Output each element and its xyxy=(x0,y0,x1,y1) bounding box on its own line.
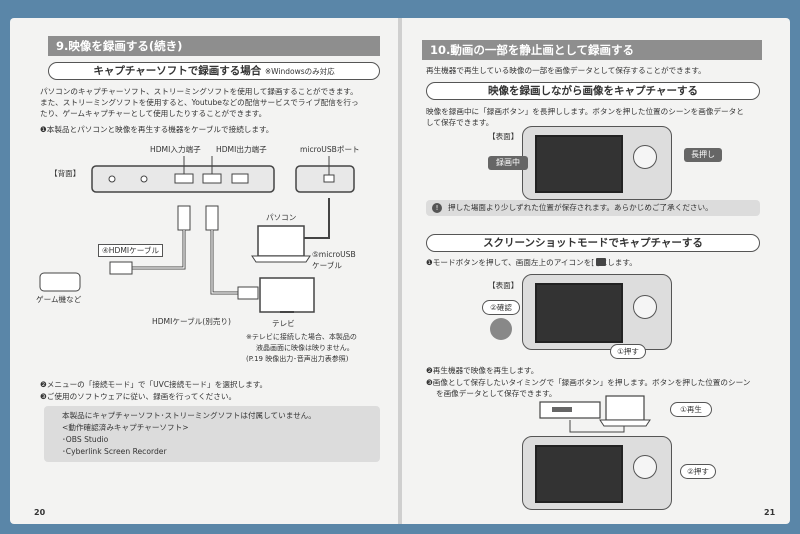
playback-diagram xyxy=(539,395,651,433)
press-callout-1: ①押す xyxy=(610,344,646,359)
intro-line: また、ストリーミングソフトを使用すると、Youtubeなどの配信サービスでライブ… xyxy=(40,98,359,107)
hdmi-cable-label: ④HDMIケーブル xyxy=(98,244,164,257)
microusb-cable-line1: ⑤microUSB xyxy=(312,250,356,259)
step-1: ❶モードボタンを押して、画面左上のアイコンを[ ]にします。 xyxy=(426,258,637,267)
record-button-icon xyxy=(633,455,657,479)
note-line: ･Cyberlink Screen Recorder xyxy=(62,447,167,456)
subhead-note: ※Windowsのみ対応 xyxy=(264,67,335,76)
warning-icon: ! xyxy=(432,203,442,213)
connection-diagram xyxy=(39,156,355,313)
play-callout: ①再生 xyxy=(670,402,712,417)
left-page: 9.映像を録画する(続き) キャプチャーソフトで録画する場合 ※Windowsの… xyxy=(10,18,398,524)
intro: 再生機器で再生している映像の一部を画像データとして保存することができます。 xyxy=(426,66,706,75)
device-image xyxy=(522,126,672,200)
book-gutter xyxy=(398,18,402,524)
mode-button-icon xyxy=(633,295,657,319)
device-image xyxy=(522,274,672,350)
microusb-cable-line2: ケーブル xyxy=(312,261,342,270)
note-box: 本製品にキャプチャーソフト･ストリーミングソフトは付属していません。 <動作確認… xyxy=(44,406,380,462)
long-press-callout: 長押し xyxy=(684,148,722,162)
device-screen xyxy=(535,283,623,343)
intro-line: パソコンのキャプチャーソフト、ストリーミングソフトを使用して録画することができま… xyxy=(40,87,358,96)
page-number: 20 xyxy=(34,508,46,517)
step-2: ❷再生機器で映像を再生します。 xyxy=(426,366,539,375)
note-line: ･OBS Studio xyxy=(62,435,109,444)
back-label: 【背面】 xyxy=(50,169,81,178)
sub1-line: 映像を録画中に「録画ボタン」を長押しします。ボタンを押した位置のシーンを画像デー… xyxy=(426,107,744,116)
record-button-icon xyxy=(633,145,657,169)
hdmi-cable-sep-label: HDMIケーブル(別売り) xyxy=(152,317,231,326)
warning-text: 押した場面より少しずれた位置が保存されます。あらかじめご了承ください。 xyxy=(448,203,713,212)
press-callout-2: ②押す xyxy=(680,464,716,479)
microusb-port-label: microUSBポート xyxy=(300,145,360,154)
subhead-1: 映像を録画しながら画像をキャプチャーする xyxy=(426,82,760,100)
subhead-2: スクリーンショットモードでキャプチャーする xyxy=(426,234,760,252)
intro-line: たり、ゲームキャプチャーとして使用したりすることができます。 xyxy=(40,109,267,118)
camera-mode-icon xyxy=(490,318,512,340)
section-title: 9.映像を録画する(続き) xyxy=(48,36,380,56)
microusb-cable-label: ⑤microUSB ケーブル xyxy=(312,249,356,271)
tv-note: (P.19 映像出力･音声出力表参照) xyxy=(246,355,349,363)
tv-note: ※テレビに接続した場合、本製品の xyxy=(246,333,357,341)
device-image xyxy=(522,436,672,510)
hdmi-in-label: HDMI入力端子 xyxy=(150,145,201,154)
step-1: ❶本製品とパソコンと映像を再生する機器をケーブルで接続します。 xyxy=(40,125,274,134)
sub1-line: して保存できます。 xyxy=(426,118,494,127)
camera-icon xyxy=(596,258,606,266)
recording-callout: 録画中 xyxy=(488,156,528,170)
game-label: ゲーム機など xyxy=(36,295,82,304)
confirm-callout: ②確認 xyxy=(482,300,520,315)
subhead: キャプチャーソフトで録画する場合 ※Windowsのみ対応 xyxy=(48,62,380,80)
device-screen xyxy=(535,135,623,193)
warning-box: ! 押した場面より少しずれた位置が保存されます。あらかじめご了承ください。 xyxy=(426,200,760,216)
front-label: 【表面】 xyxy=(488,281,519,290)
note-line: <動作確認済みキャプチャーソフト> xyxy=(62,423,189,432)
front-label: 【表面】 xyxy=(488,132,519,141)
page-number: 21 xyxy=(764,508,776,517)
note-line: 本製品にキャプチャーソフト･ストリーミングソフトは付属していません。 xyxy=(62,411,316,420)
section-title: 10.動画の一部を静止画として録画する xyxy=(422,40,762,60)
step-2: ❷メニューの「接続モード」で「UVC接続モード」を選択します。 xyxy=(40,380,268,389)
tv-note: 液晶画面に映像は映りません。 xyxy=(256,344,354,352)
step-3-line1: ❸画像として保存したいタイミングで「録画ボタン」を押します。ボタンを押した位置の… xyxy=(426,378,751,387)
right-page: 10.動画の一部を静止画として録画する 再生機器で再生している映像の一部を画像デ… xyxy=(402,18,790,524)
hdmi-out-label: HDMI出力端子 xyxy=(216,145,267,154)
device-screen xyxy=(535,445,623,503)
step-3-line2: を画像データとして保存できます。 xyxy=(436,389,557,398)
tv-label: テレビ xyxy=(272,319,295,328)
subhead-text: キャプチャーソフトで録画する場合 xyxy=(93,65,262,77)
step-3: ❸ご使用のソフトウェアに従い、録画を行ってください。 xyxy=(40,392,237,401)
pc-label: パソコン xyxy=(266,213,297,222)
